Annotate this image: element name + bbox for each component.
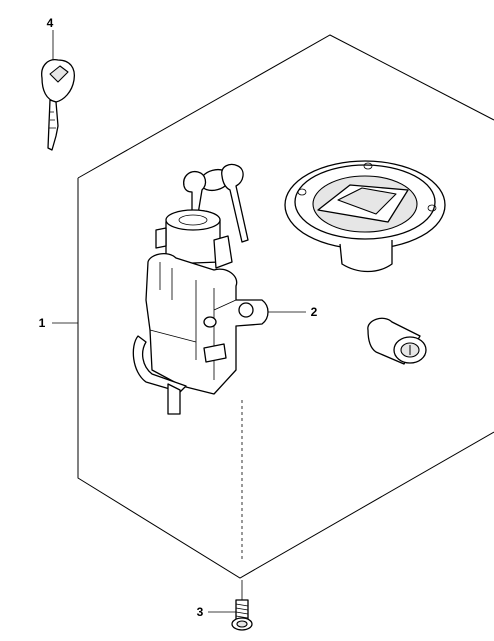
fuel-cap-icon[interactable] — [284, 160, 446, 273]
callout-2: 2 — [311, 305, 318, 319]
screw-icon[interactable] — [231, 400, 253, 631]
callout-4: 4 — [47, 16, 54, 30]
assembly-frame — [77, 34, 494, 579]
seat-lock-cylinder-icon[interactable] — [367, 317, 427, 365]
callout-1: 1 — [39, 316, 46, 330]
ignition-switch-icon[interactable] — [132, 163, 269, 415]
key-blank-icon[interactable] — [41, 30, 76, 151]
callout-3: 3 — [197, 605, 204, 619]
